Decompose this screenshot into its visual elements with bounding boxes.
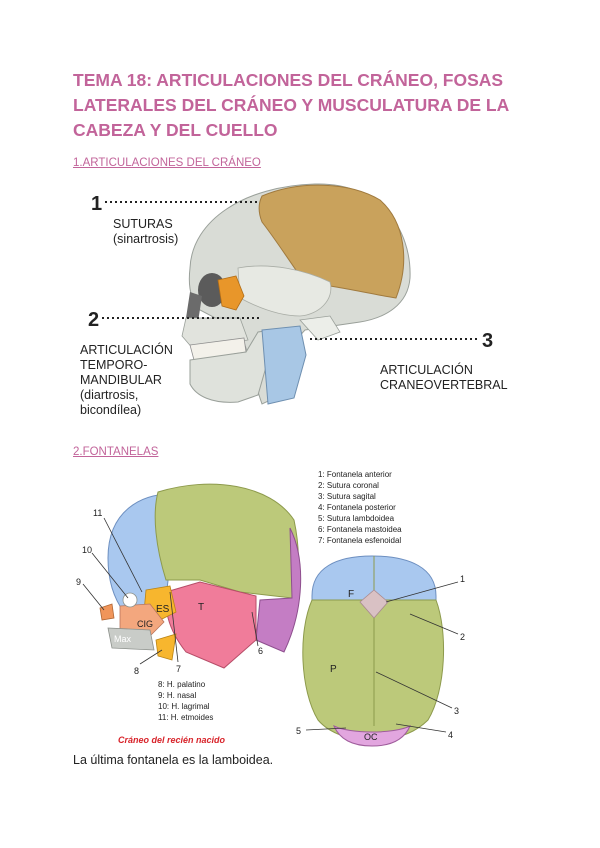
- label-0: 1: Fontanela anterior: [318, 470, 392, 479]
- label-num-3: 3: [482, 330, 493, 352]
- skull-mandible: [189, 329, 273, 403]
- skull-cranium: [188, 183, 411, 405]
- label-CIG: CIG: [137, 619, 153, 629]
- label-art-craneovertebral: ARTICULACIÓN: [380, 362, 473, 377]
- label-sinartrosis: (sinartrosis): [113, 232, 178, 246]
- label-Max: Max: [114, 634, 132, 644]
- label-2: 3: Sutura sagital: [318, 492, 376, 501]
- label-5: 6: Fontanela mastoidea: [318, 525, 402, 534]
- label-l2b: TEMPORO-: [80, 358, 147, 372]
- label-F: F: [348, 589, 354, 600]
- side-num-11: 11: [93, 508, 102, 518]
- page-title: TEMA 18: ARTICULACIONES DEL CRÁNEO, FOSA…: [73, 70, 509, 140]
- top-num-5: 5: [296, 726, 301, 736]
- section-heading-fontanelas[interactable]: 2.FONTANELAS: [73, 446, 159, 458]
- label-4: 5: Sutura lambdoidea: [318, 514, 395, 523]
- label-2: 10: H. lagrimal: [158, 702, 210, 711]
- top-num-1: 1: [460, 574, 465, 584]
- label-1: 2: Sutura coronal: [318, 481, 379, 490]
- newborn-skull-top: [302, 555, 445, 747]
- side-num-7: 7: [176, 664, 181, 674]
- top-num-2: 2: [460, 632, 465, 642]
- side-num-10: 10: [82, 545, 92, 555]
- legend-bottom: 8: H. palatino 9: H. nasal 10: H. lagrim…: [158, 680, 213, 722]
- label-P: P: [330, 664, 337, 675]
- side-num-8: 8: [134, 666, 139, 676]
- label-1: 9: H. nasal: [158, 691, 196, 700]
- legend-top: 1: Fontanela anterior 2: Sutura coronal …: [318, 470, 402, 545]
- section-heading-articulaciones[interactable]: 1.ARTICULACIONES DEL CRÁNEO: [73, 157, 261, 169]
- label-T: T: [198, 602, 204, 613]
- newborn-skull-lateral: [99, 483, 302, 669]
- body-caption: La última fontanela es la lamboidea.: [73, 753, 274, 767]
- label-ES: ES: [156, 604, 170, 615]
- label-l2e: bicondílea): [80, 403, 141, 417]
- label-num-2: 2: [88, 309, 99, 331]
- label-6: 7: Fontanela esfenoidal: [318, 536, 401, 545]
- label-3: 11: H. etmoides: [158, 713, 213, 722]
- figure-caption-newborn: Cráneo del recién nacido: [118, 735, 226, 745]
- label-l3b: CRANEOVERTEBRAL: [380, 378, 508, 392]
- label-num-1: 1: [91, 193, 102, 215]
- label-art-temporo: ARTICULACIÓN: [80, 342, 173, 357]
- label-3: 4: Fontanela posterior: [318, 503, 396, 512]
- side-num-6: 6: [258, 646, 263, 656]
- top-num-3: 3: [454, 706, 459, 716]
- label-0: 8: H. palatino: [158, 680, 206, 689]
- skull-parietal: [258, 184, 405, 299]
- label-l2c: MANDIBULAR: [80, 373, 162, 387]
- skull-zygoma: [217, 275, 245, 311]
- label-OC: OC: [364, 732, 378, 742]
- label-l2d: (diartrosis,: [80, 388, 138, 402]
- top-num-4: 4: [448, 730, 453, 740]
- label-suturas: SUTURAS: [113, 217, 173, 231]
- side-num-9: 9: [76, 577, 81, 587]
